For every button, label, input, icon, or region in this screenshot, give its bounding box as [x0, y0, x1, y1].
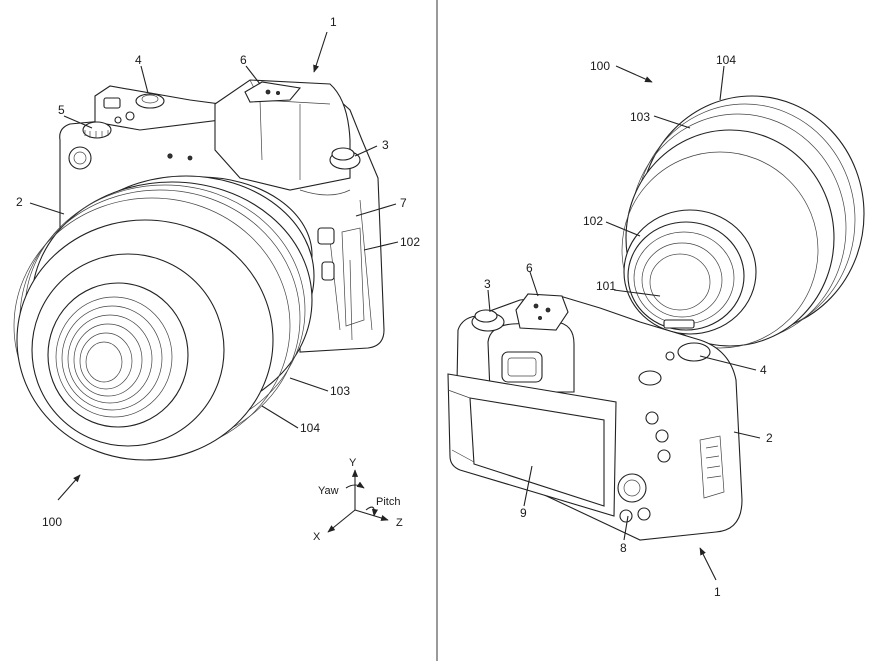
rear-hot-shoe-drawing	[515, 293, 569, 331]
hot-shoe-drawing	[244, 81, 302, 103]
right-label-hot-shoe: 6	[526, 261, 533, 275]
lens-front-drawing	[13, 175, 315, 461]
controller-drawing	[617, 473, 647, 503]
right-camera-drawing: 100 104 103 102 101 3 6 4 2 9 8 1	[447, 53, 865, 599]
right-label-mount: 102	[583, 214, 603, 228]
right-label-mount-contacts: 101	[596, 279, 616, 293]
left-label-mount: 102	[400, 235, 420, 249]
left-label-lens-ring: 103	[330, 384, 350, 398]
left-label-shutter: 3	[382, 138, 389, 152]
left-label-lens-unit: 100	[42, 515, 62, 529]
left-label-hot-shoe: 6	[240, 53, 247, 67]
right-label-grip: 2	[766, 431, 773, 445]
right-label-lens-unit: 100	[590, 59, 610, 73]
axis-yaw-label: Yaw	[318, 485, 339, 497]
left-label-mode-dial: 5	[58, 103, 65, 117]
left-label-lens-barrel: 104	[300, 421, 320, 435]
left-label-dial: 4	[135, 53, 142, 67]
right-label-camera: 1	[714, 585, 721, 599]
axis-z-label: Z	[396, 517, 403, 529]
lens-detached-drawing	[621, 95, 865, 349]
right-label-shutter: 3	[484, 277, 491, 291]
left-label-grip: 2	[16, 195, 23, 209]
coordinate-axes: Y Yaw Pitch Z X	[313, 457, 403, 543]
axis-pitch-label: Pitch	[376, 496, 400, 508]
right-label-dial: 4	[760, 363, 767, 377]
left-label-button: 7	[400, 196, 407, 210]
right-label-monitor: 9	[520, 506, 527, 520]
monitor-drawing	[447, 373, 617, 517]
right-label-lens-barrel: 104	[716, 53, 736, 67]
right-label-lens-ring: 103	[630, 110, 650, 124]
left-camera-drawing: 1 4 5 6 3 2 7 102 103 104 100 Y Yaw Pitc…	[13, 15, 420, 543]
axis-y-label: Y	[349, 457, 357, 469]
left-label-camera: 1	[330, 15, 337, 29]
axis-x-label: X	[313, 531, 321, 543]
right-label-controller: 8	[620, 541, 627, 555]
shutter-drawing	[329, 147, 361, 170]
